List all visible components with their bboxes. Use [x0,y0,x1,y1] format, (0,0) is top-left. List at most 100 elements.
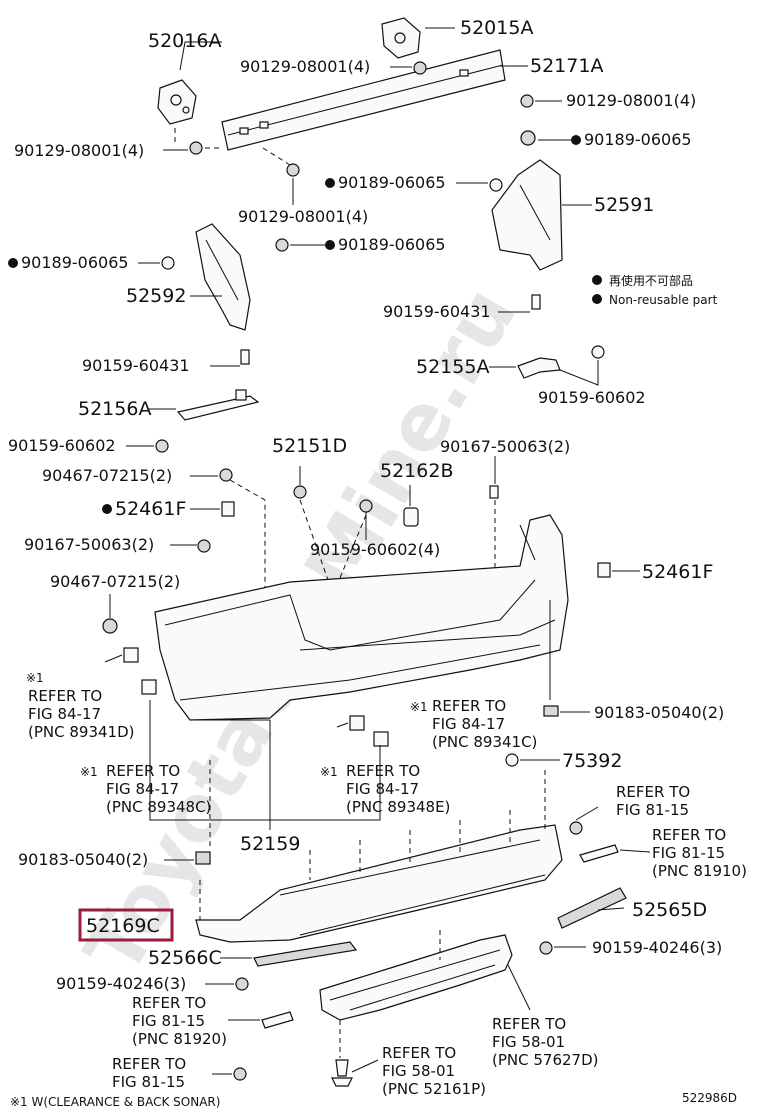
bracket-52156A [155,389,260,453]
refer-block-89348C[interactable]: ※1 REFER TO FIG 84-17 (PNC 89348C) [80,762,211,816]
figure-id: 522986D [682,1091,737,1105]
label-52461F-b[interactable]: 52461F [642,561,713,583]
svg-text:REFER TO: REFER TO [346,762,420,780]
svg-text:FIG 81-15: FIG 81-15 [112,1073,185,1091]
svg-text:REFER TO: REFER TO [132,994,206,1012]
label-75392[interactable]: 75392 [562,750,622,772]
bracket-52155A [517,345,605,379]
label-90159-60602-b[interactable]: 90159-60602 [8,436,116,455]
label-90129-08001-c[interactable]: 90129-08001(4) [14,141,144,160]
refer-block-89348E[interactable]: ※1 REFER TO FIG 84-17 (PNC 89348E) [320,762,450,816]
refer-block-81910[interactable]: REFER TO FIG 81-15 (PNC 81910) [652,826,747,880]
lower-diffuser [319,934,513,1021]
refer-block-89341D[interactable]: ※1 REFER TO FIG 84-17 (PNC 89341D) [26,671,134,741]
svg-text:REFER TO: REFER TO [432,697,506,715]
pushpin-icon [331,1059,353,1087]
label-90167-50063-a[interactable]: 90167-50063(2) [440,437,570,456]
svg-text:※1: ※1 [80,765,98,779]
svg-text:FIG 84-17: FIG 84-17 [28,705,101,723]
svg-text:REFER TO: REFER TO [106,762,180,780]
svg-text:(PNC 89341C): (PNC 89341C) [432,733,537,751]
svg-text:REFER TO: REFER TO [616,783,690,801]
refer-block-57627D[interactable]: REFER TO FIG 58-01 (PNC 57627D) [492,1015,598,1069]
label-52592[interactable]: 52592 [126,285,186,307]
bumper-cover-52159 [154,514,569,721]
label-52151D[interactable]: 52151D [272,435,347,457]
label-52171A[interactable]: 52171A [530,55,603,77]
highlight-box [78,908,174,942]
lower-cover-52169C [195,824,563,943]
label-90183-05040-a[interactable]: 90183-05040(2) [594,703,724,722]
reflector-52565D [557,887,627,929]
svg-text:(PNC 89341D): (PNC 89341D) [28,723,134,741]
label-52162B[interactable]: 52162B [380,460,453,482]
label-52015A[interactable]: 52015A [460,17,533,39]
svg-text:(PNC 81920): (PNC 81920) [132,1030,227,1048]
legend-dot-icon [592,275,602,285]
refer-block-89341C[interactable]: ※1 REFER TO FIG 84-17 (PNC 89341C) [410,697,537,751]
svg-text:(PNC 81910): (PNC 81910) [652,862,747,880]
label-52565D[interactable]: 52565D [632,899,707,921]
label-90189-06065-b[interactable]: 90189-06065 [338,173,446,192]
cap-icon [403,507,419,527]
label-52156A[interactable]: 52156A [78,398,151,420]
label-90189-06065-c[interactable]: 90189-06065 [338,235,446,254]
pad-icon [221,501,235,517]
refer-block-81-15-a[interactable]: REFER TO FIG 81-15 [616,783,690,819]
footnote: ※1 W(CLEARANCE & BACK SONAR) [10,1095,220,1109]
bolt-icon [189,61,534,177]
label-90129-08001-a[interactable]: 90129-08001(4) [240,57,370,76]
label-90159-40246-a[interactable]: 90159-40246(3) [592,938,722,957]
svg-text:※1: ※1 [320,765,338,779]
refer-block-81-15-b[interactable]: REFER TO FIG 81-15 [112,1055,186,1091]
label-52155A[interactable]: 52155A [416,356,489,378]
label-90129-08001-b[interactable]: 90129-08001(4) [566,91,696,110]
svg-text:FIG 58-01: FIG 58-01 [382,1062,455,1080]
label-90159-60602-a[interactable]: 90159-60602 [538,388,646,407]
refer-block-52161P[interactable]: REFER TO FIG 58-01 (PNC 52161P) [382,1044,486,1098]
svg-text:REFER TO: REFER TO [112,1055,186,1073]
svg-text:FIG 81-15: FIG 81-15 [132,1012,205,1030]
svg-text:※1: ※1 [26,671,44,685]
label-52159[interactable]: 52159 [240,833,300,855]
label-52566C[interactable]: 52566C [148,947,222,969]
svg-text:REFER TO: REFER TO [382,1044,456,1062]
bumper-reinforcement-52171A [221,49,506,151]
label-90159-40246-b[interactable]: 90159-40246(3) [56,974,186,993]
pad-icon [597,562,611,578]
retainer-52591 [489,130,563,310]
label-52016A[interactable]: 52016A [148,30,221,52]
legend-en: Non-reusable part [609,293,718,307]
svg-text:(PNC 57627D): (PNC 57627D) [492,1051,598,1069]
clip-icon [219,468,233,482]
refer-block-81920[interactable]: REFER TO FIG 81-15 (PNC 81920) [132,994,227,1048]
label-90467-07215-b[interactable]: 90467-07215(2) [50,572,180,591]
svg-text:FIG 81-15: FIG 81-15 [616,801,689,819]
label-90159-60602-c[interactable]: 90159-60602(4) [310,540,440,559]
label-90467-07215-a[interactable]: 90467-07215(2) [42,466,172,485]
label-52169C[interactable]: 52169C [86,915,160,937]
label-90167-50063-b[interactable]: 90167-50063(2) [24,535,154,554]
label-90183-05040-b[interactable]: 90183-05040(2) [18,850,148,869]
label-90189-06065-a[interactable]: 90189-06065 [584,130,692,149]
label-90159-60431-a[interactable]: 90159-60431 [383,302,491,321]
clip-icon [293,485,307,499]
clip-icon [359,499,373,513]
retainer-52592 [161,223,289,365]
svg-text:REFER TO: REFER TO [492,1015,566,1033]
label-52461F-a[interactable]: 52461F [115,498,186,520]
bracket-52016A [157,79,197,125]
svg-text:FIG 84-17: FIG 84-17 [106,780,179,798]
clip-icon [102,618,118,634]
svg-text:(PNC 52161P): (PNC 52161P) [382,1080,486,1098]
label-90189-06065-d[interactable]: 90189-06065 [21,253,129,272]
reflector-52566C [253,941,358,967]
label-90129-08001-d[interactable]: 90129-08001(4) [238,207,368,226]
svg-text:FIG 84-17: FIG 84-17 [432,715,505,733]
label-90159-60431-b[interactable]: 90159-60431 [82,356,190,375]
legend-jp: 再使用不可部品 [609,273,693,288]
svg-text:FIG 58-01: FIG 58-01 [492,1033,565,1051]
svg-text:REFER TO: REFER TO [652,826,726,844]
label-52591[interactable]: 52591 [594,194,654,216]
